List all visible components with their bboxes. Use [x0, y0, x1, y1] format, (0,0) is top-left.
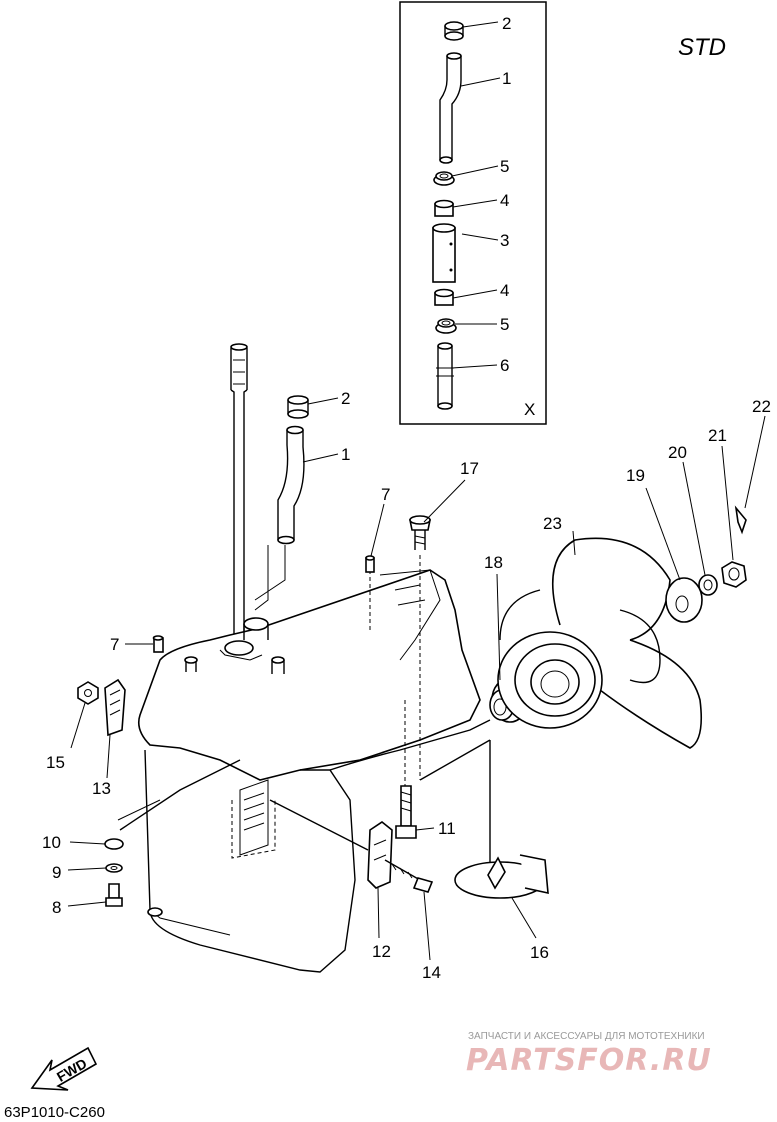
watermark-tagline: ЗАПЧАСТИ И АКСЕССУАРЫ ДЛЯ МОТОТЕХНИКИ [468, 1031, 705, 1042]
detail-box-label: X [524, 400, 535, 419]
callout-15: 15 [46, 753, 65, 772]
callout-9: 9 [52, 863, 61, 882]
part-12-anode [367, 821, 393, 889]
part-15-nut [77, 681, 99, 705]
diagram-code: 63P1010-C260 [4, 1104, 105, 1121]
part-7-dowel-pin-b [152, 635, 164, 653]
fwd-arrow-icon: FWD [30, 1046, 98, 1091]
water-inlet-grill [231, 779, 276, 859]
drive-shaft [230, 343, 248, 640]
callout-detail-3: 3 [500, 231, 509, 250]
part-21-castle-nut [721, 561, 747, 588]
callout-detail-4b: 4 [500, 281, 509, 300]
leader-lines [67, 397, 766, 961]
callout-13: 13 [92, 779, 111, 798]
callout-detail-1: 1 [502, 69, 511, 88]
lower-unit-housing [117, 343, 491, 973]
callout-16: 16 [530, 943, 549, 962]
callout-19: 19 [626, 466, 645, 485]
callout-7-lower: 7 [110, 635, 119, 654]
detail-part-3-sleeve [432, 223, 456, 283]
watermark-brand: PARTSFOR.RU [466, 1043, 712, 1078]
part-20-washer [698, 574, 718, 596]
detail-box-x [399, 1, 547, 425]
callout-7-upper: 7 [381, 485, 390, 504]
part-8-bolt [105, 883, 123, 907]
callout-14: 14 [422, 963, 441, 982]
callout-detail-6: 6 [500, 356, 509, 375]
callout-10: 10 [42, 833, 61, 852]
part-7-dowel-pin-a [365, 555, 375, 573]
part-11-bolt [395, 785, 417, 839]
callout-23: 23 [543, 514, 562, 533]
callout-1: 1 [341, 445, 350, 464]
callout-22: 22 [752, 397, 771, 416]
part-1-water-tube [277, 425, 305, 545]
callout-2: 2 [341, 389, 350, 408]
callout-20: 20 [668, 443, 687, 462]
detail-part-6-tube [436, 342, 454, 410]
callout-8: 8 [52, 898, 61, 917]
detail-part-2-collar [444, 21, 464, 41]
callout-21: 21 [708, 426, 727, 445]
callout-11: 11 [438, 819, 456, 838]
variant-label: STD [678, 34, 726, 61]
part-17-bolt [409, 515, 431, 550]
detail-part-4-ring-lower [434, 288, 454, 306]
callout-labels: 2 1 5 4 3 4 5 6 X 2 1 7 17 7 15 13 10 9 … [42, 14, 771, 982]
callout-detail-5b: 5 [500, 315, 509, 334]
part-19-spacer [665, 577, 703, 623]
callout-detail-4a: 4 [500, 191, 509, 210]
detail-part-4-ring-upper [434, 199, 454, 217]
part-2-collar [287, 395, 309, 419]
detail-part-5-grommet-upper [433, 171, 455, 186]
detail-part-5-grommet-lower [435, 318, 457, 334]
part-23-propeller [497, 537, 703, 749]
callout-detail-2: 2 [502, 14, 511, 33]
part-14-screw [384, 859, 434, 893]
part-9-lock-washer [105, 863, 123, 873]
part-13-anode-bracket [104, 678, 126, 737]
part-10-washer [104, 838, 124, 850]
detail-part-1-water-tube [439, 52, 462, 164]
part-22-cotter-pin [734, 505, 747, 535]
callout-17: 17 [460, 459, 479, 478]
callout-detail-5a: 5 [500, 157, 509, 176]
callout-12: 12 [372, 942, 391, 961]
callout-18: 18 [484, 553, 503, 572]
part-16-trim-tab [454, 854, 549, 899]
